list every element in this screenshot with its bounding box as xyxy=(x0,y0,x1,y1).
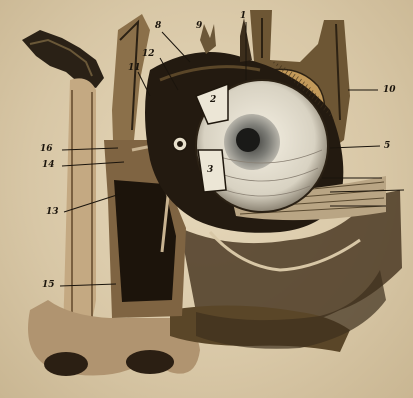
label-10: 10 xyxy=(383,86,396,95)
label-16: 16 xyxy=(40,145,53,154)
label-12: 12 xyxy=(142,50,155,59)
label-5: 5 xyxy=(384,142,390,151)
label-11: 11 xyxy=(128,64,141,73)
label-13: 13 xyxy=(46,208,59,217)
label-15: 15 xyxy=(42,281,55,290)
label-8: 8 xyxy=(155,22,161,31)
label-3: 3 xyxy=(207,166,213,175)
nasal-tuft xyxy=(22,30,104,88)
label-9: 9 xyxy=(196,22,202,31)
label-2: 2 xyxy=(210,96,216,105)
nasal-septum xyxy=(64,78,96,340)
label-14: 14 xyxy=(42,161,55,170)
label-1: 1 xyxy=(240,12,246,21)
